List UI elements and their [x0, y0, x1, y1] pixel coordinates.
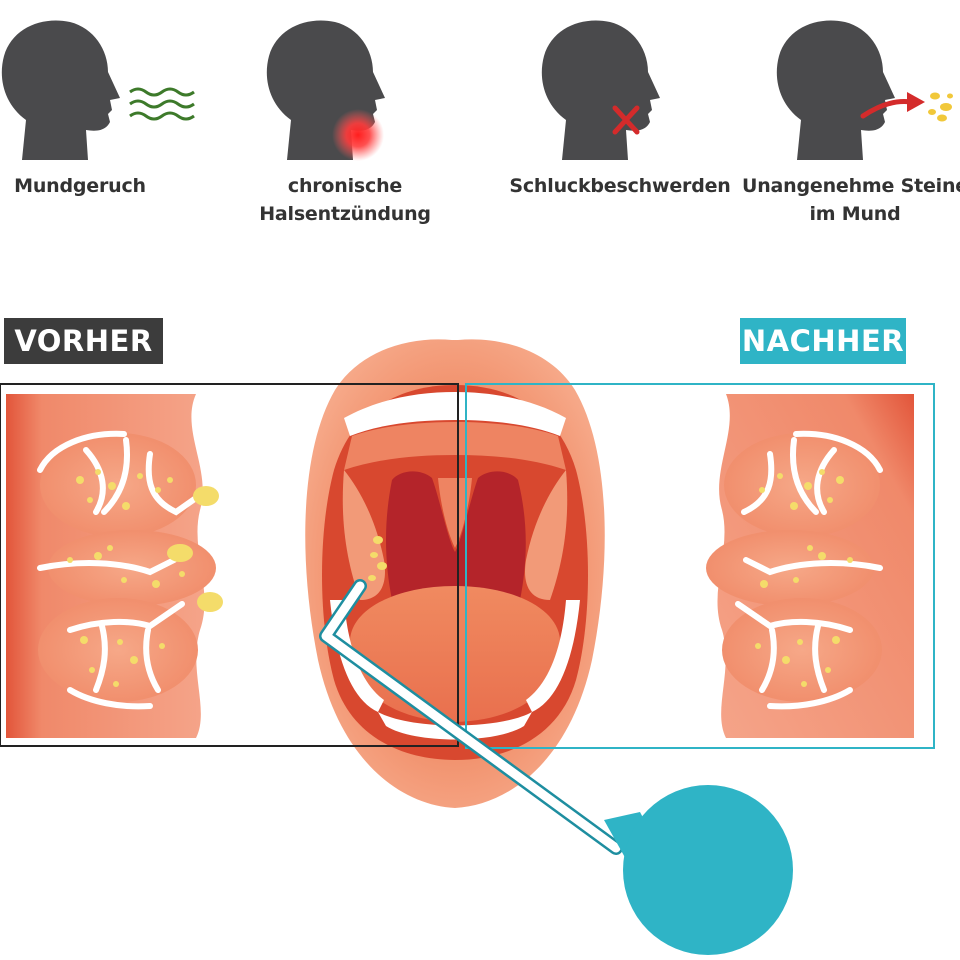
symptom-sore-throat: chronische Halsentzündung [225, 0, 465, 240]
before-panel [0, 383, 459, 747]
open-mouth [305, 339, 605, 808]
head-profile-icon [1, 20, 120, 161]
stones-arrow-icon [860, 92, 953, 122]
symptom-swallowing: Schluckbeschwerden [500, 0, 740, 240]
after-frame [465, 383, 935, 749]
symptom-bad-breath: Mundgeruch [0, 0, 200, 240]
right-tonsil [525, 470, 568, 600]
tonsil-stone-remover-tool [319, 579, 793, 955]
upper-teeth [344, 392, 566, 436]
swallowing-cross-icon [612, 105, 640, 135]
uvula [438, 478, 472, 548]
lower-teeth [330, 600, 384, 712]
before-frame [0, 383, 459, 747]
sore-throat-icon [332, 109, 384, 161]
symptom-label: Schluckbeschwerden [509, 175, 731, 197]
after-panel [465, 383, 935, 749]
throat [386, 471, 526, 600]
bad-breath-waves-icon [129, 87, 195, 121]
symptom-label: Unangenehme Steine im Mund [741, 175, 960, 225]
before-tag: VORHER [4, 318, 163, 364]
symptom-label: chronische Halsentzündung [259, 175, 431, 225]
symptom-label: Mundgeruch [14, 175, 146, 197]
after-tag: NACHHER [740, 318, 906, 364]
symptom-stones: Unangenehme Steine im Mund [735, 0, 960, 240]
left-tonsil [342, 470, 385, 600]
head-profile-icon [776, 20, 895, 161]
squeeze-bulb [623, 785, 793, 955]
tonsil-stones [368, 536, 387, 581]
